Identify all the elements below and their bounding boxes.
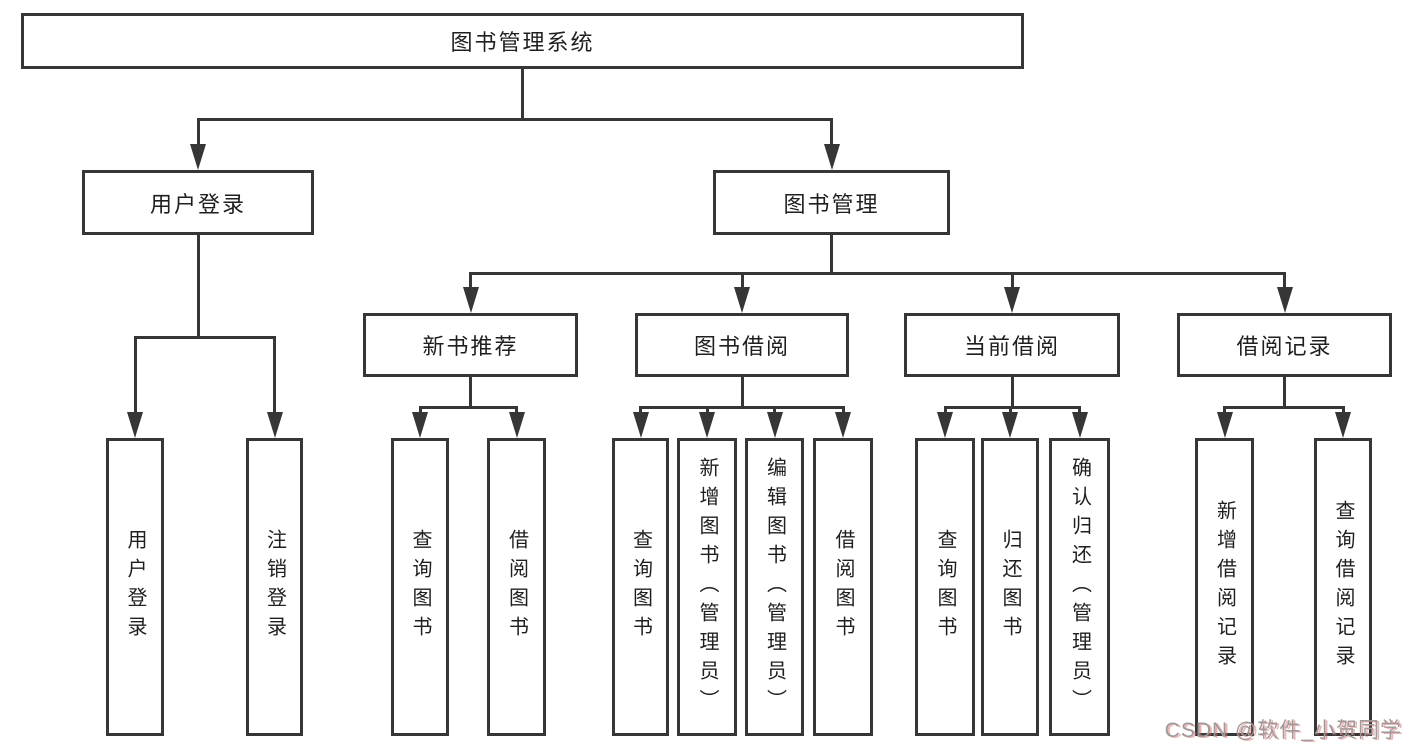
node-current-borrow: 当前借阅 (904, 313, 1120, 377)
node-label: 编辑图书（管理员） (763, 456, 786, 718)
connector-line (196, 118, 200, 150)
node-label: 查询图书 (629, 529, 652, 645)
connector-arrowhead (1276, 287, 1293, 313)
connector-arrowhead (127, 412, 143, 438)
node-label: 用户登录 (149, 191, 246, 217)
node-label: 查询借阅记录 (1332, 500, 1354, 674)
connector-arrowhead (699, 412, 715, 438)
node-user-login: 用户登录 (106, 438, 164, 736)
node-bb-query: 查询图书 (612, 438, 669, 736)
node-label: 归还图书 (999, 529, 1021, 645)
connector-arrowhead (1004, 287, 1020, 313)
connector-arrowhead (823, 144, 840, 170)
node-label: 查询图书 (934, 529, 956, 645)
connector-arrowhead (190, 144, 206, 170)
connector-arrowhead (266, 412, 283, 438)
connector-line (196, 235, 200, 339)
connector-arrowhead (766, 412, 783, 438)
connector-arrowhead (508, 412, 525, 438)
connector-line (740, 272, 744, 293)
connector-line (1283, 272, 1286, 293)
connector-arrowhead (632, 412, 649, 438)
node-bb-borrow: 借阅图书 (813, 438, 873, 736)
node-label: 当前借阅 (963, 334, 1060, 359)
node-cb-confirm: 确认归还（管理员） (1049, 438, 1110, 736)
node-bookmgmt: 图书管理 (713, 170, 950, 235)
connector-line (133, 336, 137, 418)
node-bb-add: 新增图书（管理员） (677, 438, 737, 736)
connector-line (133, 336, 276, 339)
node-label: 借阅记录 (1236, 334, 1333, 359)
node-login: 用户登录 (82, 170, 314, 235)
connector-line (469, 272, 1286, 275)
connector-line (418, 406, 518, 409)
connector-line (740, 377, 744, 409)
node-nb-borrow: 借阅图书 (487, 438, 546, 736)
connector-line (196, 118, 833, 121)
connector-line (1010, 272, 1014, 293)
connector-line (830, 118, 833, 150)
node-label: 新增借阅记录 (1213, 500, 1236, 674)
node-book-borrow: 图书借阅 (635, 313, 849, 377)
node-br-add: 新增借阅记录 (1195, 438, 1254, 736)
node-label: 借阅图书 (832, 529, 854, 645)
connector-line (469, 377, 472, 409)
node-root: 图书管理系统 (21, 13, 1024, 69)
node-label: 用户登录 (124, 529, 146, 645)
connector-line (1010, 377, 1014, 409)
node-cb-return: 归还图书 (981, 438, 1039, 736)
node-label: 借阅图书 (505, 529, 528, 645)
watermark: CSDN @软件_小贺同学 (1164, 719, 1402, 742)
node-label: 新书推荐 (422, 334, 519, 359)
node-label: 确认归还（管理员） (1068, 456, 1091, 718)
connector-line (521, 69, 524, 121)
node-label: 新增图书（管理员） (696, 456, 718, 718)
connector-line (943, 406, 1081, 409)
connector-line (830, 235, 833, 275)
connector-arrowhead (734, 287, 750, 313)
connector-arrowhead (462, 287, 479, 313)
node-bb-edit: 编辑图书（管理员） (745, 438, 804, 736)
node-label: 图书借阅 (693, 334, 790, 359)
connector-arrowhead (412, 412, 428, 438)
node-borrow-records: 借阅记录 (1177, 313, 1392, 377)
connector-arrowhead (1071, 412, 1088, 438)
connector-arrowhead (1216, 412, 1233, 438)
node-label: 注销登录 (263, 529, 286, 645)
connector-arrowhead (835, 412, 851, 438)
connector-line (639, 406, 845, 409)
node-br-query: 查询借阅记录 (1314, 438, 1372, 736)
connector-line (273, 336, 276, 418)
connector-arrowhead (1335, 412, 1351, 438)
connector-arrowhead (1002, 412, 1018, 438)
node-cb-query: 查询图书 (915, 438, 975, 736)
connector-line (1283, 377, 1286, 409)
node-label: 查询图书 (409, 529, 431, 645)
node-nb-query: 查询图书 (391, 438, 449, 736)
node-new-books: 新书推荐 (363, 313, 578, 377)
connector-line (1223, 406, 1345, 409)
node-label: 图书管理 (783, 191, 880, 217)
node-label: 图书管理系统 (450, 30, 595, 55)
connector-arrowhead (937, 412, 953, 438)
connector-line (469, 272, 472, 293)
node-logout: 注销登录 (246, 438, 303, 736)
